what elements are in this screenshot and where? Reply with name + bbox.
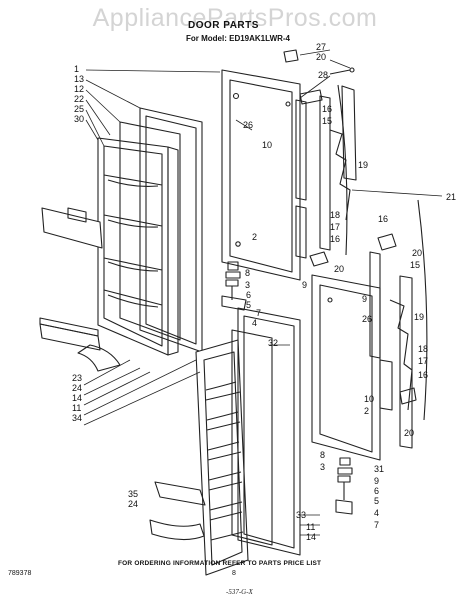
fresh-food-door-outer <box>311 274 381 461</box>
callout-17: 17 <box>418 356 428 366</box>
callout-8: 8 <box>320 450 325 460</box>
center-hinge-stack <box>221 261 247 311</box>
fresh-food-inner-panel <box>231 329 273 546</box>
callout-31: 31 <box>374 464 384 474</box>
callout-28: 28 <box>318 70 328 80</box>
callout-2: 2 <box>252 232 257 242</box>
callout-20: 20 <box>404 428 414 438</box>
callout-4: 4 <box>252 318 257 328</box>
callout-21: 21 <box>446 192 456 202</box>
callout-2: 2 <box>364 406 369 416</box>
callout-11: 11 <box>72 403 81 413</box>
upper-handle-strips <box>295 84 351 256</box>
model-number: For Model: ED19AK1LWR-4 <box>186 34 291 43</box>
callout-7: 7 <box>256 308 261 318</box>
callout-26: 26 <box>362 314 372 324</box>
callout-7: 7 <box>374 520 379 530</box>
callout-20: 20 <box>316 52 326 62</box>
callout-32: 32 <box>268 338 278 348</box>
lower-hinge-stack <box>335 457 353 515</box>
drawing-reference: 789378 <box>8 570 32 577</box>
callout-9: 9 <box>302 280 307 290</box>
callout-16: 16 <box>378 214 388 224</box>
callout-27: 27 <box>316 42 326 52</box>
callout-16: 16 <box>418 370 428 380</box>
callout-23: 23 <box>72 373 82 383</box>
freezer-door-inner-panel <box>119 121 181 341</box>
callout-11: 11 <box>306 522 315 532</box>
callout-labels: 1131222253027202826101615192118171622098… <box>72 42 456 542</box>
callout-33: 33 <box>296 510 306 520</box>
callout-15: 15 <box>322 116 332 126</box>
page-number: 8 <box>232 570 236 577</box>
callout-25: 25 <box>74 104 84 114</box>
fresh-food-door-liner <box>195 339 249 576</box>
callout-9: 9 <box>374 476 379 486</box>
leader-lines <box>83 49 443 536</box>
callout-3: 3 <box>320 462 325 472</box>
callout-14: 14 <box>306 532 316 542</box>
callout-5: 5 <box>374 496 379 506</box>
drawing-code: -537-G-X <box>226 588 253 596</box>
dispenser-cover <box>41 207 103 249</box>
page-title: DOOR PARTS <box>188 20 259 31</box>
callout-20: 20 <box>334 264 344 274</box>
callout-20: 20 <box>412 248 422 258</box>
callout-35: 35 <box>128 489 138 499</box>
top-hinge-cover <box>283 49 355 105</box>
freezer-shelf-bar <box>39 317 121 372</box>
fresh-food-handle <box>369 199 428 449</box>
callout-10: 10 <box>262 140 272 150</box>
callout-12: 12 <box>74 84 84 94</box>
callout-30: 30 <box>74 114 84 124</box>
callout-9: 9 <box>362 294 367 304</box>
callout-17: 17 <box>330 222 340 232</box>
callout-3: 3 <box>245 280 250 290</box>
callout-18: 18 <box>418 344 428 354</box>
callout-16: 16 <box>330 234 340 244</box>
callout-22: 22 <box>74 94 84 104</box>
callout-8: 8 <box>245 268 250 278</box>
fresh-food-door-gasket <box>237 307 301 556</box>
callout-24: 24 <box>128 499 138 509</box>
callout-13: 13 <box>74 74 84 84</box>
callout-26: 26 <box>243 120 253 130</box>
callout-6: 6 <box>374 486 379 496</box>
callout-18: 18 <box>330 210 340 220</box>
ordering-note: FOR ORDERING INFORMATION REFER TO PARTS … <box>118 560 322 567</box>
callout-16: 16 <box>322 104 332 114</box>
callout-15: 15 <box>410 260 420 270</box>
callout-19: 19 <box>358 160 368 170</box>
callout-4: 4 <box>374 508 379 518</box>
callout-34: 34 <box>72 413 82 423</box>
callout-1: 1 <box>74 64 79 74</box>
door-shelf-bin <box>149 481 206 541</box>
callout-24: 24 <box>72 383 82 393</box>
callout-14: 14 <box>72 393 82 403</box>
callout-10: 10 <box>364 394 374 404</box>
watermark: AppliancePartsPros.com <box>92 4 378 32</box>
callout-19: 19 <box>414 312 424 322</box>
freezer-door-outer <box>221 69 301 281</box>
callout-6: 6 <box>246 290 251 300</box>
callout-5: 5 <box>246 300 251 310</box>
freezer-door-liner <box>97 137 179 356</box>
upper-handle <box>295 85 357 267</box>
